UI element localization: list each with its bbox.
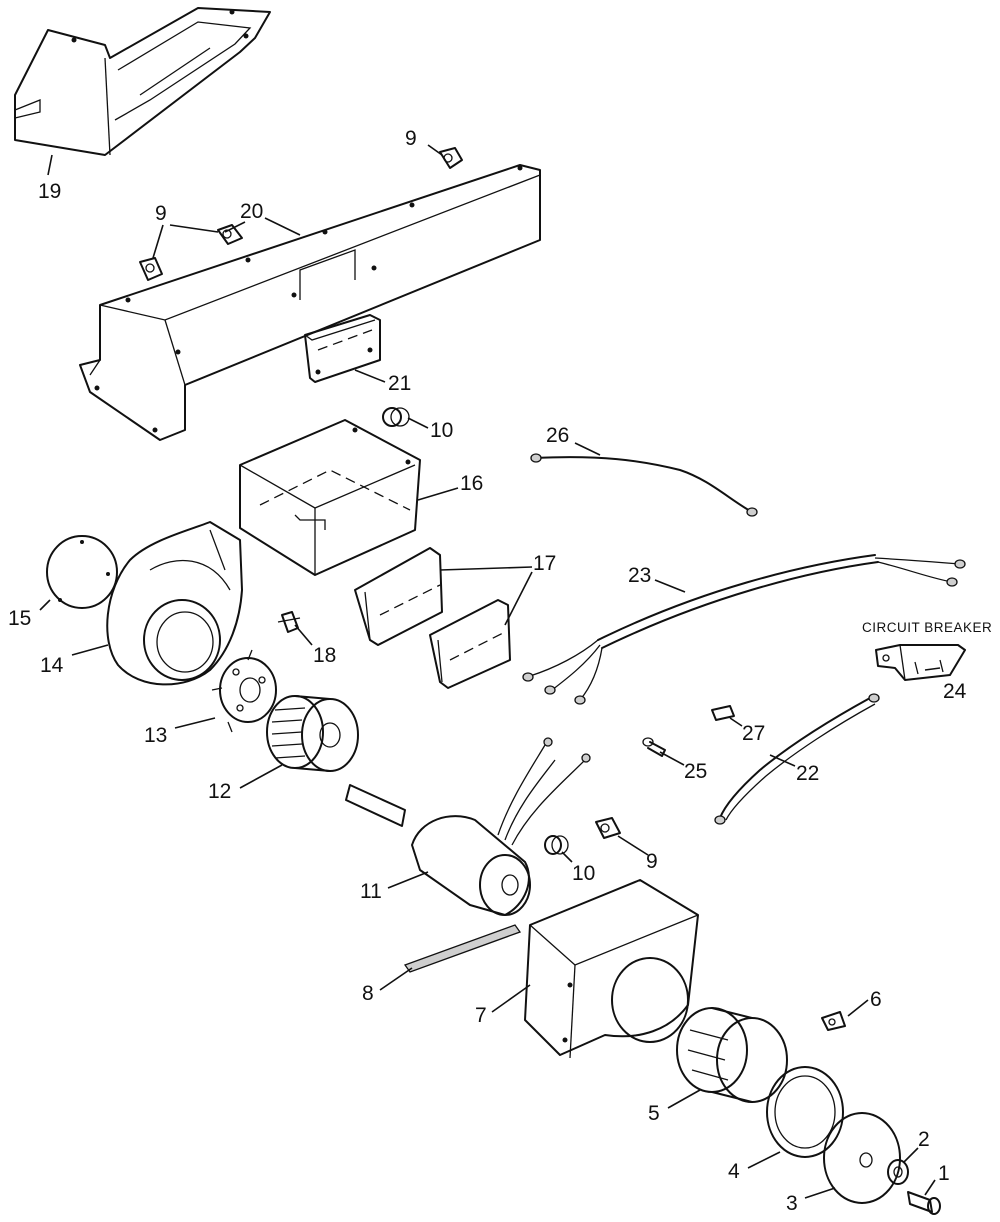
label-10-bottom: 10 [572,862,595,885]
part-27-connector [711,705,735,721]
part-3-cover [823,1112,901,1204]
circuit-breaker-label: CIRCUIT BREAKER [862,620,992,635]
part-26-wire [530,453,758,517]
label-8: 8 [362,982,374,1005]
part-2-washer [887,1159,909,1185]
label-24: 24 [943,680,967,703]
part-15-gasket [46,535,118,609]
part-23-harness [522,554,966,705]
label-14: 14 [40,654,64,677]
label-9-left: 9 [155,202,167,225]
label-1: 1 [938,1162,950,1185]
label-9-bottom: 9 [646,850,658,873]
label-17: 17 [533,552,556,575]
label-10-top: 10 [430,419,453,442]
label-12: 12 [208,780,231,803]
label-20: 20 [240,200,263,223]
part-9-clip-top-right [439,147,463,169]
label-25: 25 [684,760,707,783]
part-24-circuit-breaker [875,644,966,681]
label-4: 4 [728,1160,740,1183]
label-15: 15 [8,607,31,630]
part-18-clip [277,611,301,633]
label-13: 13 [144,724,167,747]
label-2: 2 [918,1128,930,1151]
leader-lines [39,144,941,1199]
part-6-clip [821,1011,846,1031]
label-21: 21 [388,372,411,395]
part-11-motor [345,737,591,916]
label-7: 7 [475,1004,487,1027]
label-23: 23 [628,564,651,587]
label-5: 5 [648,1102,660,1125]
part-9-clip-bottom [595,817,621,839]
label-22: 22 [796,762,819,785]
part-1-knob [907,1191,941,1215]
label-27: 27 [742,722,765,745]
label-26: 26 [546,424,569,447]
part-13-flange [211,649,277,733]
label-11: 11 [360,880,382,903]
label-16: 16 [460,472,483,495]
label-19: 19 [38,180,61,203]
part-labels: 19 9 9 20 21 10 26 16 17 23 15 CIRCUIT B… [8,127,992,1215]
label-6: 6 [870,988,882,1011]
part-20-bracket [79,164,541,441]
part-10-spacer-bottom [544,835,569,855]
part-14-blower-housing [106,521,243,686]
part-12-blower-wheel [266,695,359,772]
part-4-ring [766,1066,844,1158]
part-19-shield [14,7,271,156]
part-21-small-bracket [304,314,381,383]
part-17-brackets [354,547,511,689]
part-8-strip [403,924,522,973]
label-3: 3 [786,1192,798,1215]
part-9-clip-left-a [217,224,243,245]
part-7-housing [524,879,699,1059]
part-16-box [239,419,421,576]
part-9-clip-left-b [139,257,163,281]
part-22-wire [714,693,880,825]
part-10-spacer-top [382,407,410,427]
part-5-filter [676,1007,788,1103]
label-9-top: 9 [405,127,417,150]
label-18: 18 [313,644,336,667]
